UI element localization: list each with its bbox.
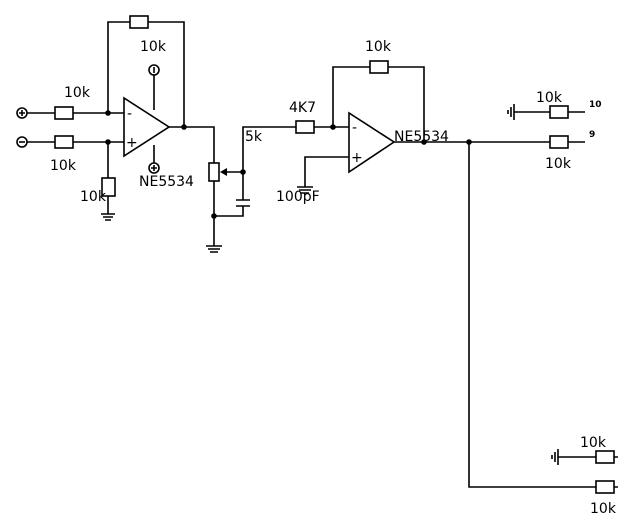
- label-r-out-top: 10k: [536, 90, 563, 106]
- resistor-out-b1: [595, 450, 615, 464]
- label-r-out-b2: 10k: [590, 501, 617, 517]
- ground-icon: [507, 104, 515, 120]
- label-opamp2: NE5534: [394, 129, 449, 145]
- opamp2-plus-wire: [304, 156, 349, 187]
- capacitor: [236, 199, 250, 207]
- label-r-series: 4K7: [289, 100, 316, 116]
- label-r-out-mid: 10k: [545, 156, 572, 172]
- resistor-out-top: [549, 105, 569, 119]
- opamp-1: [123, 96, 171, 158]
- opamp2-plus-sign: +: [351, 150, 363, 166]
- ground-icon: [101, 213, 115, 221]
- label-r-feedback1: 10k: [140, 39, 167, 55]
- opamp-2: [348, 111, 396, 174]
- pin-10: 10: [589, 100, 602, 110]
- opamp1-plus-sign: +: [126, 135, 138, 151]
- wiper-arrow-icon: [220, 168, 227, 176]
- ground-icon: [206, 245, 222, 253]
- label-opamp1: NE5534: [139, 174, 194, 190]
- label-r-out-b1: 10k: [580, 435, 607, 451]
- resistor-feedback-2: [369, 60, 389, 74]
- resistor-input-minus: [54, 135, 74, 149]
- label-r-in-plus: 10k: [64, 85, 91, 101]
- ground-icon: [297, 186, 313, 194]
- ground-icon: [551, 449, 559, 465]
- resistor-feedback-1: [129, 15, 149, 29]
- resistor-out-mid: [549, 135, 569, 149]
- input-plus-terminal: [16, 107, 28, 119]
- power-positive-icon: [148, 162, 160, 174]
- label-r-ground1: 10k: [80, 189, 107, 205]
- pot-cap-wires: [169, 126, 349, 246]
- power-negative-icon: [148, 64, 160, 76]
- label-cap: 100pF: [276, 189, 320, 205]
- label-r-in-minus: 10k: [50, 158, 77, 174]
- resistor-out-b2: [595, 480, 615, 494]
- input-minus-terminal: [16, 136, 28, 148]
- potentiometer: [208, 162, 220, 182]
- label-pot: 5k: [245, 129, 263, 145]
- label-r-feedback2: 10k: [365, 39, 392, 55]
- resistor-4k7: [295, 120, 315, 134]
- opamp2-minus-sign: -: [352, 120, 357, 136]
- resistor-ground-1: [101, 177, 116, 197]
- opamp1-minus-sign: -: [127, 106, 132, 122]
- resistor-input-plus: [54, 106, 74, 120]
- pin-9: 9: [589, 130, 595, 140]
- input-wires: [27, 112, 124, 143]
